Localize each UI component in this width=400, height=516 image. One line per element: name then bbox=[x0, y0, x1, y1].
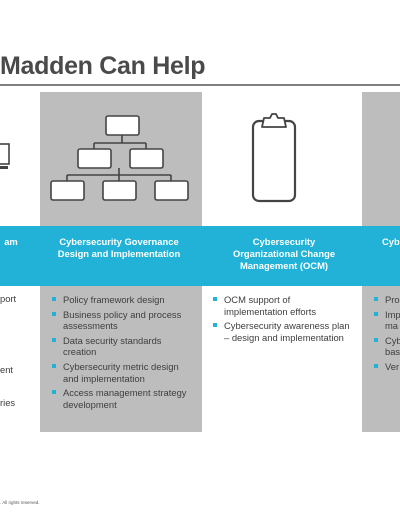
ocm-list: OCM support of implementation efforts Cy… bbox=[213, 294, 351, 346]
column-header-ocm: Cybersecurity Organizational Change Mana… bbox=[232, 236, 336, 271]
header-band bbox=[0, 226, 400, 286]
list-item: Ver bbox=[374, 361, 400, 373]
column-header-partial-right: Cyb bbox=[382, 236, 400, 247]
page-title: Madden Can Help bbox=[0, 52, 206, 80]
list-item: Access management strategy development bbox=[52, 387, 196, 410]
list-item: Business policy and process assessments bbox=[52, 309, 196, 332]
list-item-fragment: port bbox=[0, 293, 17, 304]
list-item-fragment: ries bbox=[0, 397, 16, 408]
bullet-icon bbox=[52, 297, 56, 301]
bullet-icon bbox=[374, 311, 378, 316]
list-item: OCM support of implementation efforts bbox=[213, 294, 351, 317]
list-item: Policy framework design bbox=[52, 294, 196, 306]
list-item: Pro bbox=[374, 294, 400, 306]
list-item: Cybersecurity awareness plan – design an… bbox=[213, 320, 351, 343]
list-item-fragment: ent bbox=[0, 364, 14, 375]
list-item: Cyb bas bbox=[374, 335, 400, 358]
org-chart-icon bbox=[50, 115, 189, 201]
copyright-footer: . All rights reserved. bbox=[0, 500, 40, 505]
list-item: Imp ma bbox=[374, 309, 400, 332]
bullet-icon bbox=[213, 297, 217, 301]
bullet-icon bbox=[52, 311, 56, 316]
computer-icon bbox=[0, 143, 10, 169]
bullet-icon bbox=[374, 297, 378, 301]
partial-right-list: Pro Imp ma Cyb bas Ver bbox=[374, 294, 400, 376]
bullet-icon bbox=[374, 337, 378, 342]
bullet-icon bbox=[52, 363, 56, 368]
column-header-governance: Cybersecurity Governance Design and Impl… bbox=[57, 236, 181, 259]
bullet-icon bbox=[213, 323, 217, 328]
governance-list: Policy framework design Business policy … bbox=[52, 294, 196, 413]
title-divider bbox=[0, 84, 400, 86]
bullet-icon bbox=[374, 363, 378, 368]
bullet-icon bbox=[52, 337, 56, 342]
clipboard-icon bbox=[251, 113, 297, 203]
bullet-icon bbox=[52, 390, 56, 395]
list-item: Cybersecurity metric design and implemen… bbox=[52, 361, 196, 384]
list-item: Data security standards creation bbox=[52, 335, 196, 358]
column-header-partial-left: am bbox=[4, 236, 18, 247]
